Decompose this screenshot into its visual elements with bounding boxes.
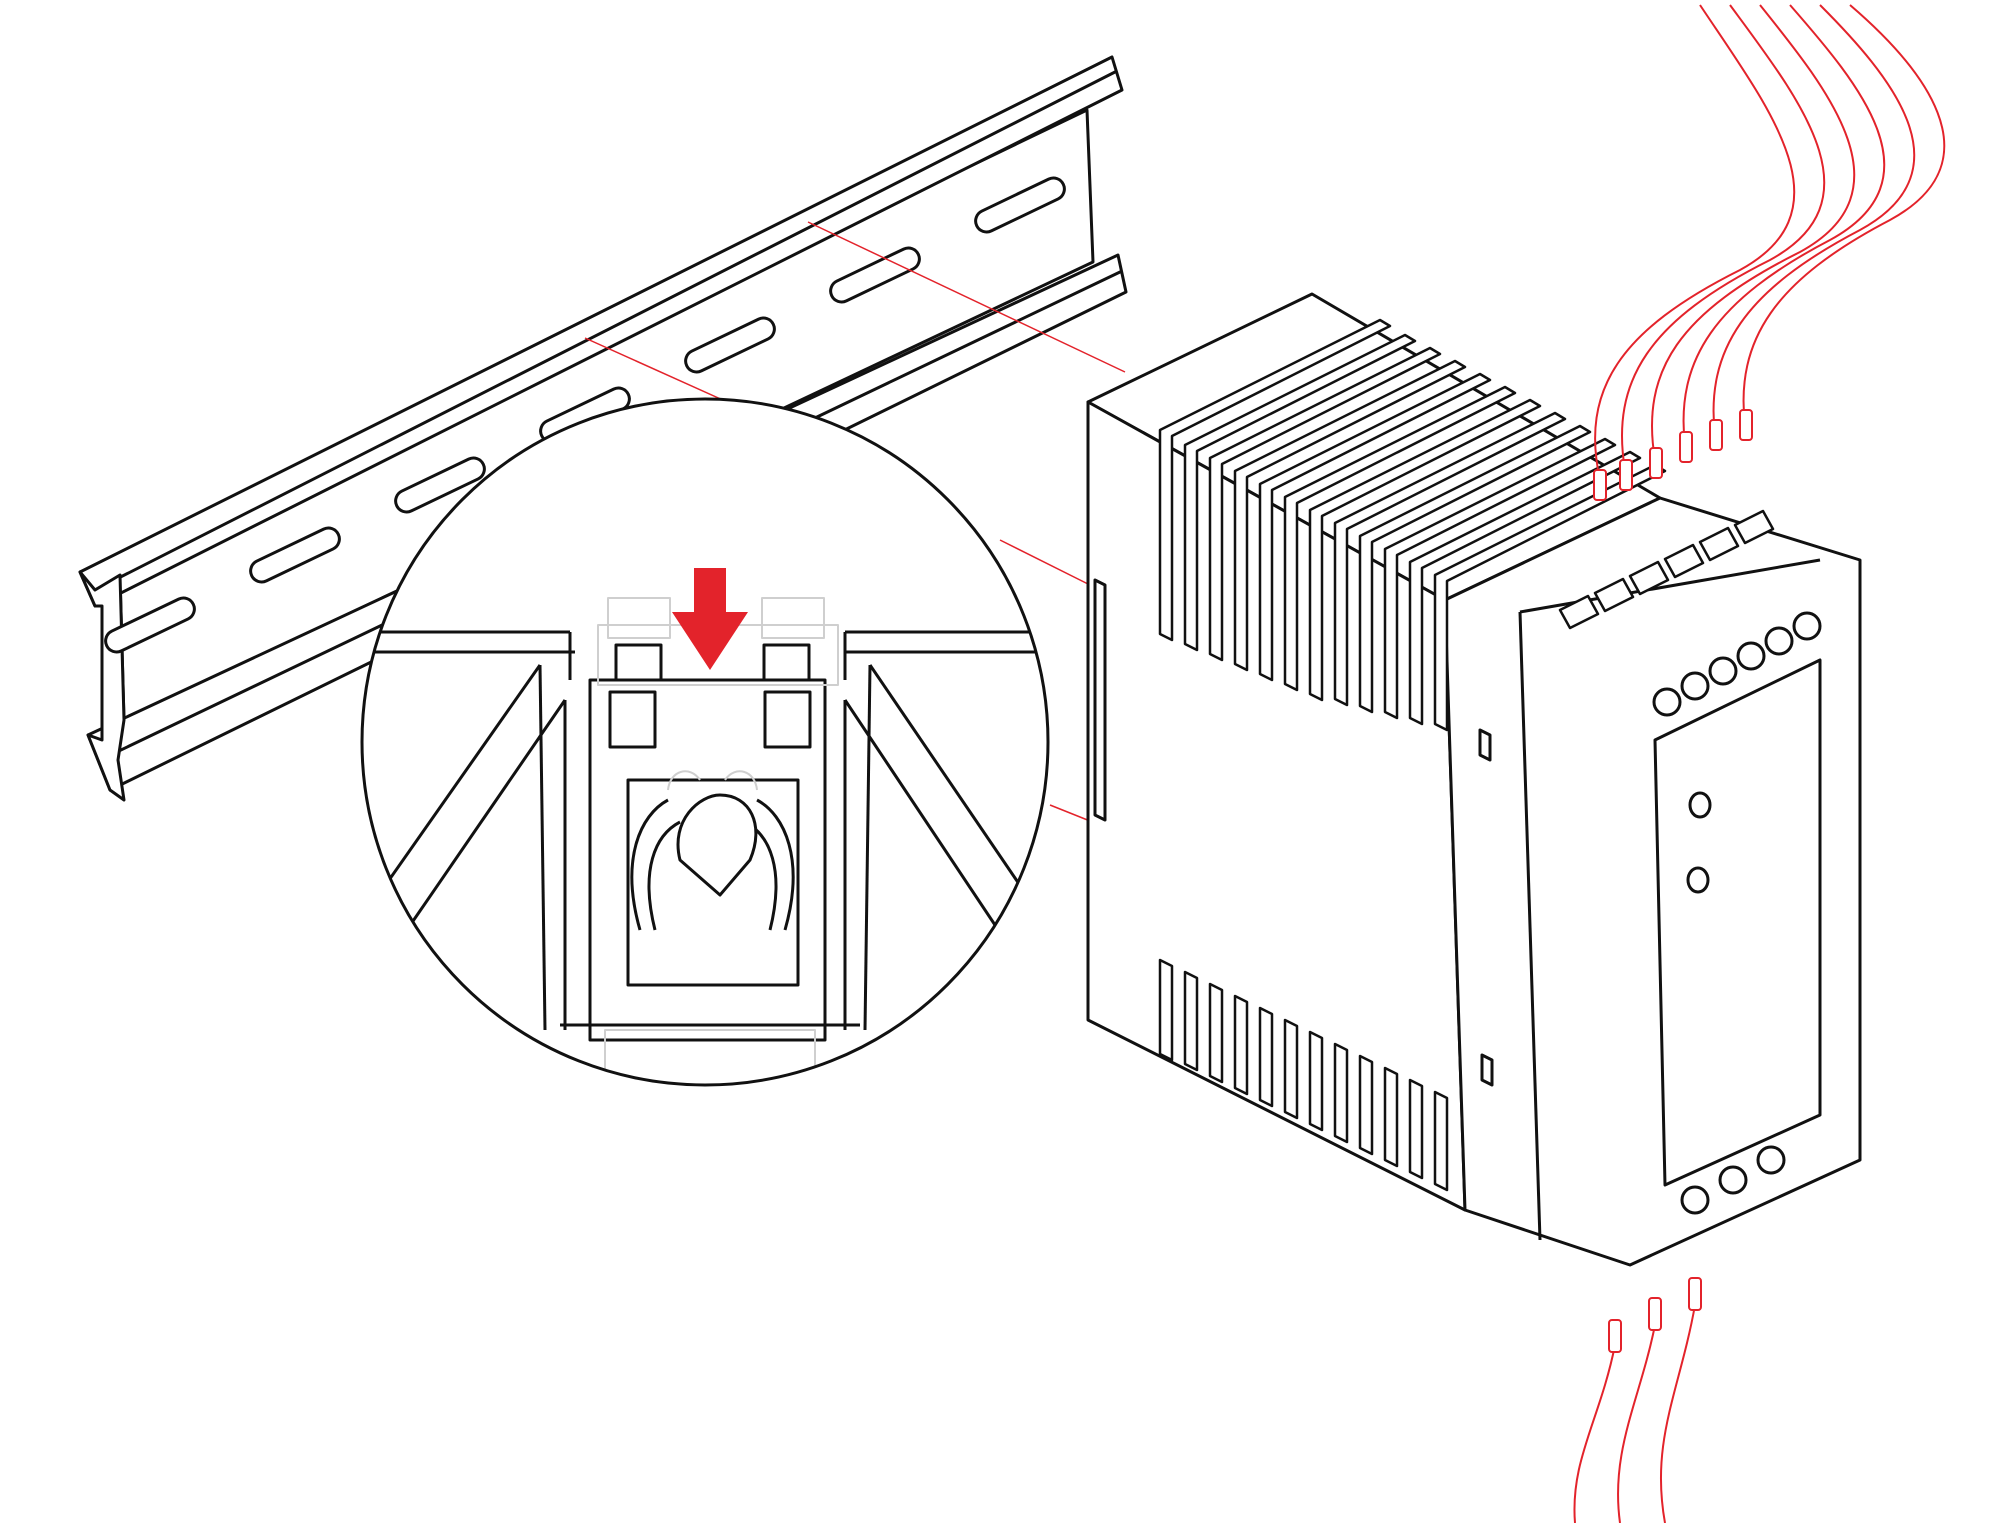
wire bbox=[1651, 4, 1856, 461]
terminal-screw bbox=[1736, 641, 1766, 671]
wire bbox=[1712, 4, 1916, 436]
wire bbox=[1621, 4, 1826, 471]
wire bbox=[1594, 4, 1796, 481]
rail-slot bbox=[249, 526, 341, 584]
rail-slot bbox=[684, 316, 776, 374]
wire bbox=[1617, 1324, 1656, 1523]
terminal-screw bbox=[1756, 1145, 1786, 1175]
input-wires bbox=[1593, 4, 1946, 501]
top-terminal-blocks bbox=[1558, 509, 1775, 630]
rail-slot bbox=[394, 456, 486, 514]
terminal-screw bbox=[1652, 687, 1682, 717]
magnifier-border bbox=[360, 397, 1050, 1087]
terminal-screw bbox=[1764, 626, 1794, 656]
press-down-arrow bbox=[672, 568, 748, 670]
power-led-indicator bbox=[1688, 791, 1712, 819]
output-wires bbox=[1573, 1277, 1702, 1523]
terminal-screw bbox=[1792, 611, 1822, 641]
terminal-screw bbox=[1718, 1165, 1748, 1195]
top-terminal-screws bbox=[1652, 611, 1822, 717]
side-vent-slot bbox=[1480, 1053, 1494, 1087]
psu-label-window bbox=[1653, 658, 1822, 1187]
power-supply-module bbox=[1086, 292, 1862, 1267]
rail-slot bbox=[974, 176, 1066, 234]
rail-slot bbox=[829, 246, 921, 304]
detail-magnifier bbox=[360, 397, 1050, 1087]
terminal-screw bbox=[1680, 671, 1710, 701]
terminal-screw bbox=[1708, 656, 1738, 686]
wire bbox=[1742, 4, 1946, 426]
wire bbox=[1573, 1344, 1616, 1523]
din-rail-end-profile bbox=[78, 570, 126, 802]
wire bbox=[1682, 4, 1886, 446]
bottom-terminal-screws bbox=[1680, 1145, 1786, 1215]
cooling-fins-bottom bbox=[1158, 958, 1449, 1192]
psu-rail-clip bbox=[1093, 578, 1107, 822]
status-led-indicator bbox=[1686, 866, 1710, 894]
din-rail-slots bbox=[104, 176, 1066, 654]
wire bbox=[1659, 1304, 1696, 1523]
terminal-screw bbox=[1680, 1185, 1710, 1215]
side-vent-slot bbox=[1478, 728, 1492, 762]
cooling-fins-top bbox=[1158, 318, 1667, 732]
rail-slot bbox=[104, 596, 196, 654]
